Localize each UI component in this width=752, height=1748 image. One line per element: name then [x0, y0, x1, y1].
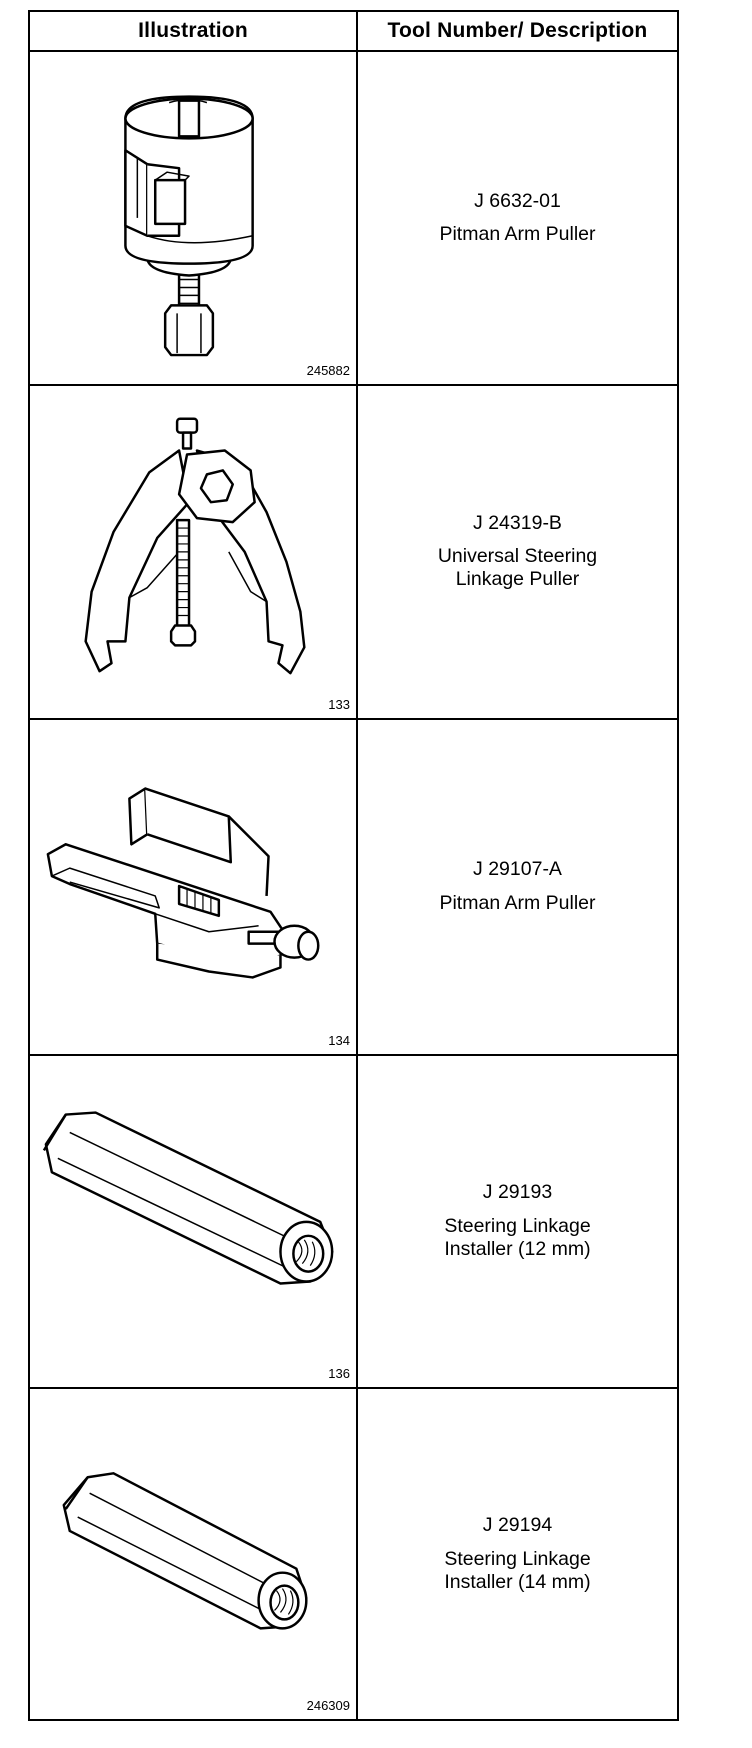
special-tools-table: Illustration Tool Number/ Description [28, 10, 679, 1721]
universal-steering-linkage-puller-icon [84, 417, 306, 675]
header-tool-number-description: Tool Number/ Description [356, 10, 679, 52]
illustration-caption: 245882 [306, 362, 350, 378]
tool-description-line-2: Installer (12 mm) [444, 1238, 591, 1261]
table-row: 134 J 29107-A Pitman Arm Puller [28, 717, 679, 1056]
illustration-cell: 133 [28, 383, 358, 720]
illustration-caption: 133 [328, 696, 350, 712]
tool-number: J 29194 [482, 1514, 553, 1537]
table-row: 246309 J 29194 Steering Linkage Installe… [28, 1387, 679, 1721]
header-illustration: Illustration [28, 10, 358, 52]
steering-linkage-installer-12mm-icon [42, 1110, 334, 1285]
tool-description-line-1: Steering Linkage [444, 1214, 591, 1237]
description-cell: J 6632-01 Pitman Arm Puller [356, 50, 679, 386]
illustration-cell: 246309 [28, 1387, 358, 1721]
description-cell: J 29193 Steering Linkage Installer (12 m… [356, 1053, 679, 1390]
header-row: Illustration Tool Number/ Description [28, 10, 679, 52]
pitman-arm-puller-yoke-icon [46, 786, 320, 979]
tool-description-line-1: Steering Linkage [444, 1547, 591, 1570]
tool-description-line-2: Installer (14 mm) [444, 1570, 591, 1593]
table-row: 245882 J 6632-01 Pitman Arm Puller [28, 50, 679, 386]
tool-number: J 6632-01 [474, 189, 561, 212]
tool-number: J 24319-B [473, 511, 562, 534]
tool-description-line-1: Universal Steering [437, 545, 598, 567]
tool-description-line-2: Linkage Puller [455, 568, 580, 591]
description-cell: J 29194 Steering Linkage Installer (14 m… [356, 1387, 679, 1721]
illustration-caption: 246309 [306, 1698, 350, 1713]
illustration-cell: 134 [28, 717, 358, 1056]
illustration-caption: 134 [328, 1032, 350, 1048]
tool-number: J 29107-A [473, 858, 562, 881]
pitman-arm-puller-icon [124, 95, 254, 357]
illustration-cell: 136 [28, 1053, 358, 1390]
tool-number: J 29193 [482, 1181, 553, 1204]
illustration-cell: 245882 [28, 50, 358, 386]
description-cell: J 24319-B Universal Steering Linkage Pul… [356, 383, 679, 720]
table-row: 133 J 24319-B Universal Steering Linkage… [28, 383, 679, 720]
illustration-caption: 136 [328, 1366, 350, 1382]
tool-description-line-1: Pitman Arm Puller [439, 222, 596, 245]
description-cell: J 29107-A Pitman Arm Puller [356, 717, 679, 1056]
steering-linkage-installer-14mm-icon [62, 1472, 308, 1630]
table-row: 136 J 29193 Steering Linkage Installer (… [28, 1053, 679, 1390]
tool-description-line-1: Pitman Arm Puller [439, 891, 596, 914]
